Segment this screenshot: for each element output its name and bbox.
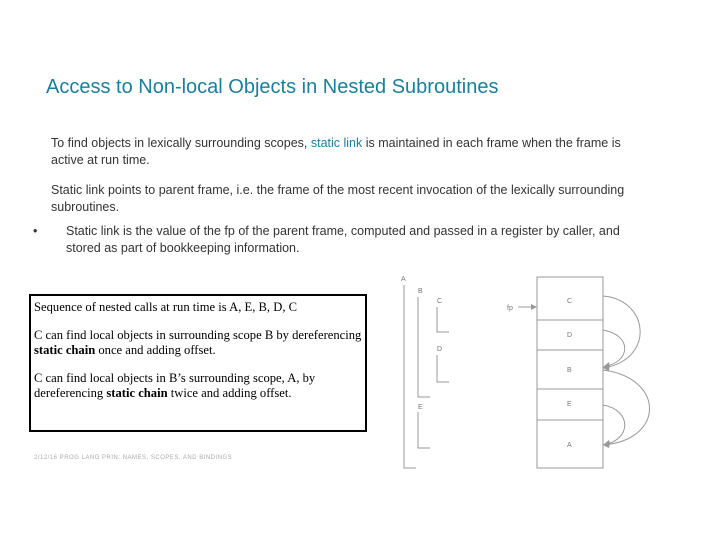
- scope-bracket-b: [417, 297, 430, 398]
- scope-label-d: D: [437, 346, 442, 353]
- scope-label-a: A: [401, 276, 406, 283]
- scope-bracket-a: [403, 285, 416, 469]
- fp-label: fp: [507, 305, 513, 312]
- scope-label-b: B: [418, 288, 423, 295]
- stack-frame-label: C: [567, 298, 572, 305]
- static-link-b-to-a: [602, 369, 650, 446]
- callout-line-once: C can find local objects in surrounding …: [34, 328, 362, 358]
- stack-frame-label: D: [567, 332, 572, 339]
- stack-outline: [536, 276, 604, 469]
- arrowhead-icon: [531, 304, 537, 310]
- para1-text-after: is maintained in each frame when the fra…: [51, 136, 621, 167]
- scope-bracket-c: [436, 307, 449, 333]
- stack-frame-label: E: [567, 401, 572, 408]
- arrowhead-icon: [603, 362, 609, 369]
- arrowhead-icon: [603, 440, 609, 447]
- stack-frame-label: B: [567, 367, 572, 374]
- scope-bracket-e: [417, 412, 430, 449]
- scope-bracket-d: [436, 355, 449, 383]
- scope-label-e: E: [418, 404, 423, 411]
- callout-line2-bold: static chain: [34, 343, 96, 357]
- static-link-c-to-b: [602, 295, 641, 369]
- slide-footer: 2/12/16 PROG LANG PRIN: NAMES, SCOPES, A…: [34, 455, 233, 461]
- example-callout-box: Sequence of nested calls at run time is …: [29, 294, 367, 432]
- callout-line2-after: once and adding offset.: [95, 343, 216, 357]
- callout-line2-before: C can find local objects in surrounding …: [34, 328, 362, 342]
- static-link-highlight: static link: [310, 136, 363, 150]
- paragraph-static-link-intro: To find objects in lexically surrounding…: [51, 135, 651, 169]
- bullet-text: Static link is the value of the fp of th…: [66, 224, 620, 255]
- para1-text-before: To find objects in lexically surrounding…: [51, 136, 311, 150]
- static-link-d-to-b: [602, 329, 626, 368]
- stack-frame-label: A: [567, 442, 572, 449]
- callout-line3-after: twice and adding offset.: [167, 386, 292, 400]
- callout-line-twice: C can find local objects in B’s surround…: [34, 371, 362, 401]
- callout-line3-bold: static chain: [106, 386, 168, 400]
- static-link-e-to-a: [602, 404, 626, 446]
- slide-title: Access to Non-local Objects in Nested Su…: [46, 76, 499, 98]
- callout-line-sequence: Sequence of nested calls at run time is …: [34, 300, 298, 314]
- paragraph-static-link-parent: Static link points to parent frame, i.e.…: [51, 183, 625, 214]
- scope-label-c: C: [437, 298, 442, 305]
- bullet-marker: •: [33, 224, 38, 238]
- callout-line3-before: C can find local objects in B’s surround…: [34, 371, 316, 400]
